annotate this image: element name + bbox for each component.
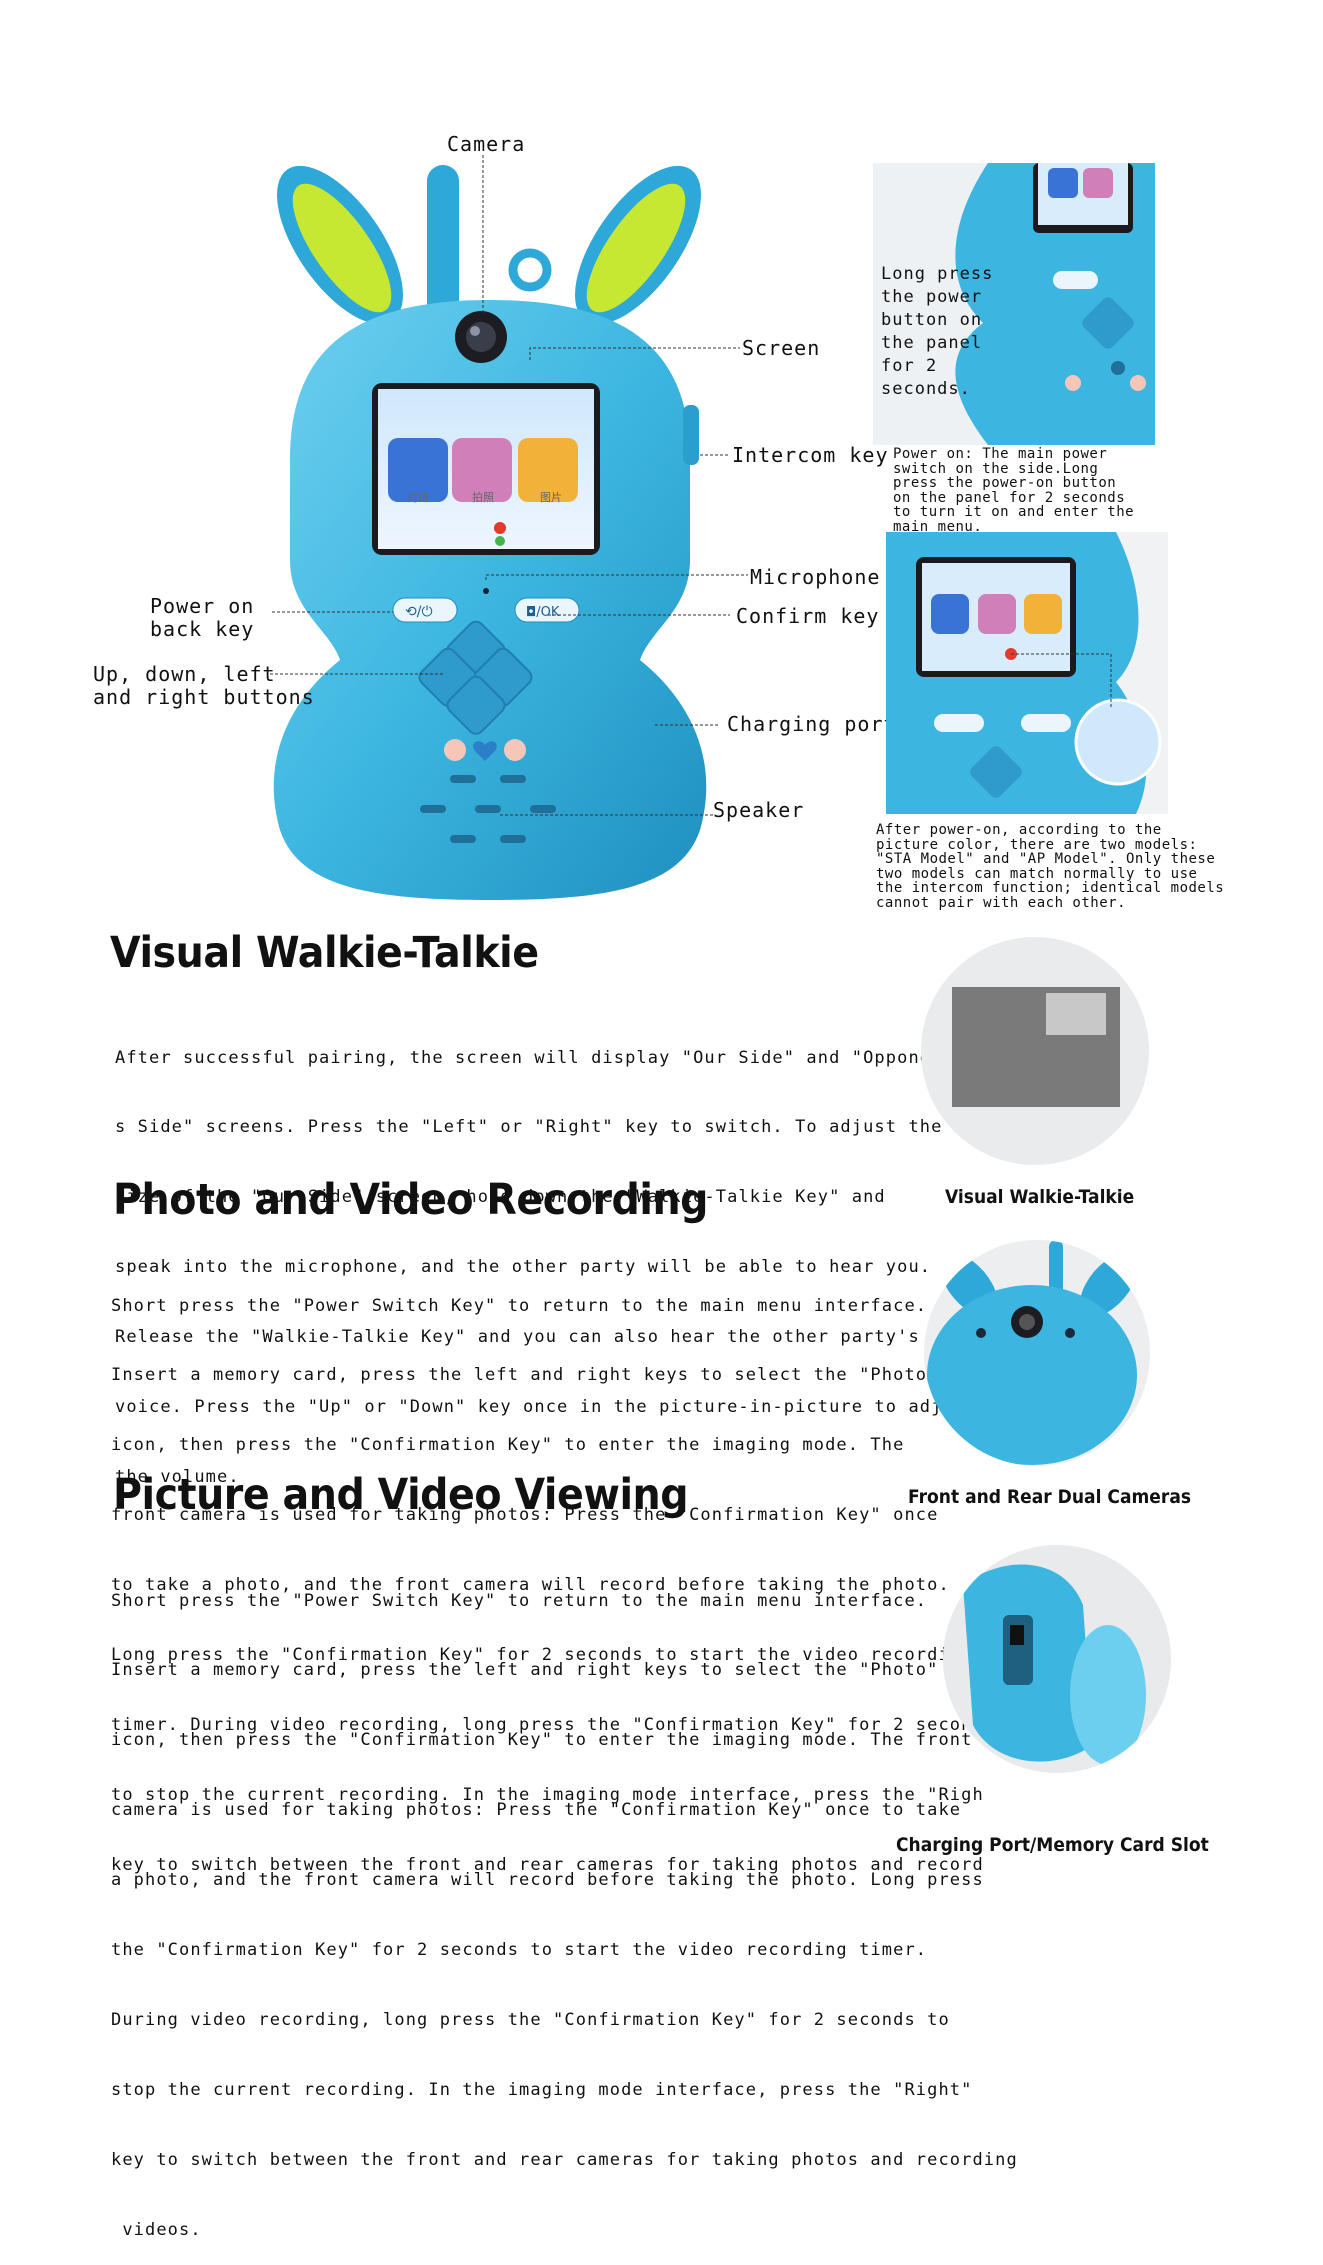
side-photo-bottom: [886, 532, 1168, 814]
note-bottom-line-3: "STA Model" and "AP Model". Only these: [876, 851, 1216, 867]
callout-speaker: Speaker: [713, 798, 805, 822]
antenna: [427, 165, 459, 340]
caption-charging-port-memory-slot: Charging Port/Memory Card Slot: [896, 1834, 1209, 1856]
side-top-note: Power on: The main power switch on the s…: [893, 447, 1134, 534]
screen-icon-label-3: 图片: [540, 491, 562, 504]
callout-screen: Screen: [742, 336, 821, 360]
note-bottom-line-5: the intercom function; identical models: [876, 880, 1225, 896]
note-top-line-1: Power on: The main power: [893, 446, 1108, 462]
device-diagram: 对讲 拍照 图片 ⟲/⏻ ◘/OK: [270, 155, 748, 900]
text-line: speak into the microphone, and the other…: [115, 1257, 932, 1278]
callout-direction-line-2: and right buttons: [93, 685, 315, 709]
callout-microphone: Microphone: [750, 565, 881, 589]
callout-power-line-1: Power on: [150, 594, 255, 618]
text-line: voice. Press the "Up" or "Down" key once…: [115, 1397, 977, 1418]
text-line: camera is used for taking photos: Press …: [111, 1800, 962, 1821]
note-bottom-line-2: picture color, there are two models:: [876, 836, 1198, 853]
confirm-key-label: ◘/OK: [526, 605, 560, 620]
note-bottom-line-6: cannot pair with each other.: [876, 894, 1127, 911]
side-bottom-note: After power-on, according to the picture…: [876, 823, 1224, 910]
text-line: Long press the "Confirmation Key" for 2 …: [111, 1645, 973, 1666]
overlay-line-5: for 2: [881, 356, 938, 376]
image-front-rear-cameras: [924, 1240, 1150, 1466]
overlay-line-6: seconds.: [881, 379, 971, 399]
overlay-line-2: the power: [881, 287, 983, 307]
confirm-key[interactable]: [514, 597, 580, 623]
left-cheek: [444, 739, 466, 761]
power-back-key-label: ⟲/⏻: [405, 604, 433, 620]
text-line: stop the current recording. In the imagi…: [111, 2079, 973, 2100]
note-top-line-4: on the panel for 2 seconds: [893, 489, 1126, 506]
right-cheek: [504, 739, 526, 761]
screen-icon-label-2: 拍照: [472, 490, 494, 504]
caption-visual-walkie-talkie: Visual Walkie-Talkie: [945, 1186, 1135, 1208]
right-ear-inner: [586, 183, 686, 313]
note-top-line-5: to turn it on and enter the: [893, 504, 1135, 520]
speaker-grille: [420, 775, 556, 843]
note-bottom-line-4: two models can match normally to use: [876, 865, 1198, 882]
screen-icon-label-1: 对讲: [407, 490, 429, 504]
overlay-line-3: button on: [881, 310, 983, 330]
left-ear-inner: [292, 183, 392, 313]
callout-power-on-back-key: Power on back key: [150, 595, 254, 641]
image-visual-walkie-talkie: [921, 937, 1149, 1165]
power-back-key[interactable]: [392, 597, 458, 623]
leader-lines: [270, 155, 748, 816]
note-top-line-3: press the power-on button: [893, 475, 1117, 491]
text-line: icon, then press the "Confirmation Key" …: [111, 1730, 973, 1751]
section-text-picture-video-viewing: Short press the "Power Switch Key" to re…: [111, 1543, 1018, 2265]
keyring-loop: [508, 248, 552, 292]
overlay-line-1: Long press: [881, 264, 994, 284]
text-line: During video recording, long press the "…: [111, 2009, 950, 2030]
text-line: size of the "Our Side" screen, hold down…: [115, 1187, 886, 1208]
section-text-photo-video-recording: Short press the "Power Switch Key" to re…: [111, 1248, 984, 1900]
text-line: a photo, and the front camera will recor…: [111, 1870, 984, 1891]
section-text-visual-walkie-talkie: After successful pairing, the screen wil…: [115, 1000, 976, 1513]
text-line: timer. During video recording, long pres…: [111, 1714, 984, 1735]
text-line: Short press the "Power Switch Key" to re…: [111, 1590, 928, 1611]
side-photo-top: Long press the power button on the panel…: [873, 163, 1155, 445]
note-bottom-line-1: After power-on, according to the: [876, 822, 1162, 838]
text-line: Release the "Walkie-Talkie Key" and you …: [115, 1327, 920, 1348]
text-line: Insert a memory card, press the left and…: [111, 1660, 939, 1681]
text-line: to stop the current recording. In the im…: [111, 1784, 984, 1805]
callout-camera: Camera: [447, 132, 526, 156]
text-line: the volume.: [115, 1466, 240, 1487]
side-top-overlay: Long press the power button on the panel…: [881, 263, 993, 401]
text-line: the "Confirmation Key" for 2 seconds to …: [111, 1940, 928, 1961]
callout-intercom-key: Intercom key: [732, 443, 889, 467]
overlay-line-4: the panel: [881, 333, 983, 353]
text-line: front camera is used for taking photos: …: [111, 1505, 939, 1526]
image-charging-port-memory-slot: [943, 1545, 1171, 1773]
text-line: icon, then press the "Confirmation Key" …: [111, 1435, 905, 1456]
callout-direction-line-1: Up, down, left: [93, 662, 276, 686]
text-line: Insert a memory card, press the left and…: [111, 1365, 939, 1386]
text-line: After successful pairing, the screen wil…: [115, 1047, 966, 1068]
callout-power-line-2: back key: [150, 617, 255, 641]
intercom-key[interactable]: [683, 405, 699, 465]
callout-direction-buttons: Up, down, left and right buttons: [93, 663, 315, 709]
section-heading-photo-video-recording: Photo and Video Recording: [113, 1175, 709, 1225]
text-line: key to switch between the front and rear…: [111, 2149, 1018, 2170]
note-top-line-6: main menu.: [893, 518, 983, 535]
callout-charging-port: Charging port: [727, 712, 897, 736]
text-line: videos.: [111, 2219, 202, 2240]
section-heading-visual-walkie-talkie: Visual Walkie-Talkie: [110, 928, 539, 978]
microphone-hole: [483, 588, 489, 594]
heart-icon: [473, 741, 497, 761]
caption-front-rear-cameras: Front and Rear Dual Cameras: [908, 1486, 1192, 1508]
text-line: key to switch between the front and rear…: [111, 1854, 984, 1875]
section-heading-picture-video-viewing: Picture and Video Viewing: [113, 1470, 689, 1520]
text-line: s Side" screens. Press the "Left" or "Ri…: [115, 1117, 943, 1138]
text-line: to take a photo, and the front camera wi…: [111, 1575, 950, 1596]
note-top-line-2: switch on the side.Long: [893, 460, 1099, 477]
dpad[interactable]: [416, 618, 535, 737]
callout-confirm-key: Confirm key: [736, 604, 880, 628]
text-line: Short press the "Power Switch Key" to re…: [111, 1295, 928, 1316]
